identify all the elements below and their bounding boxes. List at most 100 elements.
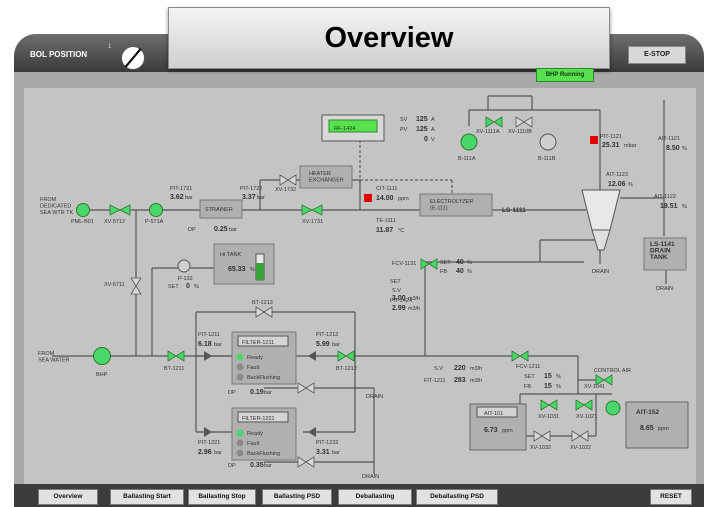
- heat-exchanger-box[interactable]: [299, 165, 353, 189]
- b111b-label: B-111B: [538, 156, 556, 162]
- fcv1131-set-label: SET: [440, 260, 451, 266]
- pit1121-value: 25.31: [602, 142, 620, 149]
- hi-tank[interactable]: [213, 243, 275, 285]
- strainer-box[interactable]: [199, 199, 243, 219]
- estop-button[interactable]: E-STOP: [628, 46, 686, 64]
- pit1212-tag: PIT-1212: [316, 332, 338, 338]
- fcv1131-set-value: 40: [456, 259, 464, 266]
- ait1122-tag: AIT-1122: [654, 194, 676, 200]
- ait152-label: AIT-152: [636, 409, 660, 416]
- pv-value: 125: [416, 126, 428, 133]
- bt1211-label: BT-1211: [164, 366, 184, 372]
- cit1111-unit: ppm: [398, 196, 409, 202]
- fit1211-tag: FIT-1211: [424, 378, 446, 384]
- pit1121-unit: mbar: [624, 143, 637, 149]
- ait152-box[interactable]: [625, 401, 689, 449]
- valve-xv1021-icon[interactable]: [575, 399, 585, 411]
- fcv1211-fb-value: 15: [544, 383, 552, 390]
- nav-ballasting-psd-button[interactable]: Ballasting PSD: [262, 489, 332, 505]
- p132-label: P-132: [178, 276, 193, 282]
- valve-xv1032-icon[interactable]: [533, 430, 543, 442]
- fcv1131-label: FCV-1131: [392, 261, 416, 267]
- te1111-unit: °C: [398, 228, 404, 234]
- blower-b111a-icon[interactable]: [460, 133, 478, 151]
- alarm-cit1111-icon: [364, 194, 372, 202]
- ait1121-unit: %: [682, 146, 687, 152]
- cit1111-tag: CIT-1111: [376, 186, 397, 192]
- pit1211-value: 6.18: [198, 341, 212, 348]
- pump-bhp-icon[interactable]: [93, 347, 111, 365]
- xv1031-label: XV-1031: [538, 414, 559, 420]
- valve-xv1731-icon[interactable]: [301, 204, 313, 216]
- p571a-label: P-571A: [145, 219, 164, 225]
- page-title: Overview: [168, 7, 610, 69]
- filter1-label: FILTER-1211: [242, 340, 274, 346]
- xv1032-label: XV-1032: [530, 445, 551, 451]
- fcv1131-set-tag: SET: [390, 279, 401, 285]
- control-position-label: BOL POSITION: [30, 50, 88, 59]
- cit1111-value: 14.00: [376, 195, 394, 202]
- xv5711-label: XV-5711: [104, 282, 125, 288]
- pit1121-tag: PIT-1121: [600, 134, 622, 140]
- valve-bt1211-icon[interactable]: [167, 350, 177, 362]
- filter1-dp-value: 0.19: [250, 389, 264, 396]
- valve-xv5711-icon[interactable]: [130, 277, 142, 287]
- blower-b111b-icon[interactable]: [539, 133, 557, 151]
- pump-p571a-icon[interactable]: [149, 203, 163, 217]
- valve-xv1031-icon[interactable]: [540, 399, 550, 411]
- ait1123-unit: %: [628, 182, 633, 188]
- pump-p132-icon[interactable]: [177, 259, 191, 273]
- valve-xv5712-icon[interactable]: [109, 204, 121, 216]
- pit1721-value: 3.62: [170, 194, 184, 201]
- fcv1211-fb-unit: %: [556, 384, 561, 390]
- drain-label-4: DRAIN: [656, 286, 673, 292]
- filter2-label: FILTER-1221: [242, 416, 275, 422]
- drain-label-1: DRAIN: [592, 269, 609, 275]
- drain-label-2: DRAIN: [362, 474, 379, 480]
- volt-value: 0: [424, 136, 428, 143]
- fit1211-unit: m3/h: [470, 378, 482, 384]
- hi-tank-label: HI TANK: [220, 252, 242, 258]
- ait1123-value: 12.06: [608, 181, 626, 188]
- valve-xv1111a-icon[interactable]: [485, 116, 495, 128]
- sv-flow-value: 3.00: [392, 295, 406, 302]
- valve-fcv1131-icon[interactable]: [420, 258, 430, 270]
- electrolyzer-box[interactable]: [419, 193, 493, 217]
- ait101-label: AIT-101: [484, 411, 503, 417]
- p132-set-unit: %: [194, 284, 199, 290]
- nav-overview-button[interactable]: Overview: [38, 489, 98, 505]
- b111a-label: B-111A: [458, 156, 476, 162]
- electrolyzer-label: ELECTROLYZER(E-111): [430, 199, 473, 212]
- valve-xv1110b-icon[interactable]: [515, 116, 525, 128]
- hi-tank-level-unit: %: [250, 267, 255, 273]
- valve-xv1022-icon[interactable]: [571, 430, 581, 442]
- sv-tag: SV: [400, 117, 408, 123]
- pump-pml-icon[interactable]: [76, 203, 90, 217]
- nav-deballasting-psd-button[interactable]: Deballasting PSD: [416, 489, 498, 505]
- nav-deballasting-button[interactable]: Deballasting: [338, 489, 412, 505]
- bt1213-label: BT-1213: [252, 300, 273, 306]
- pit1721-unit: bar: [185, 195, 193, 201]
- pit1221-tag: PIT-1221: [198, 440, 220, 446]
- valve-xv1041-icon[interactable]: [595, 374, 605, 386]
- nav-ballasting-start-button[interactable]: Ballasting Start: [110, 489, 184, 505]
- strainer-dp-unit: bar: [229, 227, 237, 233]
- pit1221-value: 2.96: [198, 449, 212, 456]
- filter2-ready-label: Ready: [247, 431, 263, 437]
- ait1122-value: 19.51: [660, 203, 678, 210]
- valve-fcv1211-icon[interactable]: [511, 350, 521, 362]
- valve-xv1732-icon[interactable]: [279, 174, 289, 186]
- nav-ballasting-stop-button[interactable]: Ballasting Stop: [188, 489, 256, 505]
- reset-button[interactable]: RESET: [650, 489, 692, 505]
- valve-bt1212-icon[interactable]: [337, 350, 347, 362]
- valve-bt1213-icon[interactable]: [255, 306, 265, 318]
- fit1211-value: 283: [454, 377, 466, 384]
- control-air-icon[interactable]: [605, 400, 621, 416]
- pv-unit: A: [431, 127, 435, 133]
- control-position-knob-icon[interactable]: [121, 46, 145, 70]
- fit1424-tag: FIT-1424: [390, 298, 412, 304]
- drain-tank[interactable]: [643, 237, 687, 271]
